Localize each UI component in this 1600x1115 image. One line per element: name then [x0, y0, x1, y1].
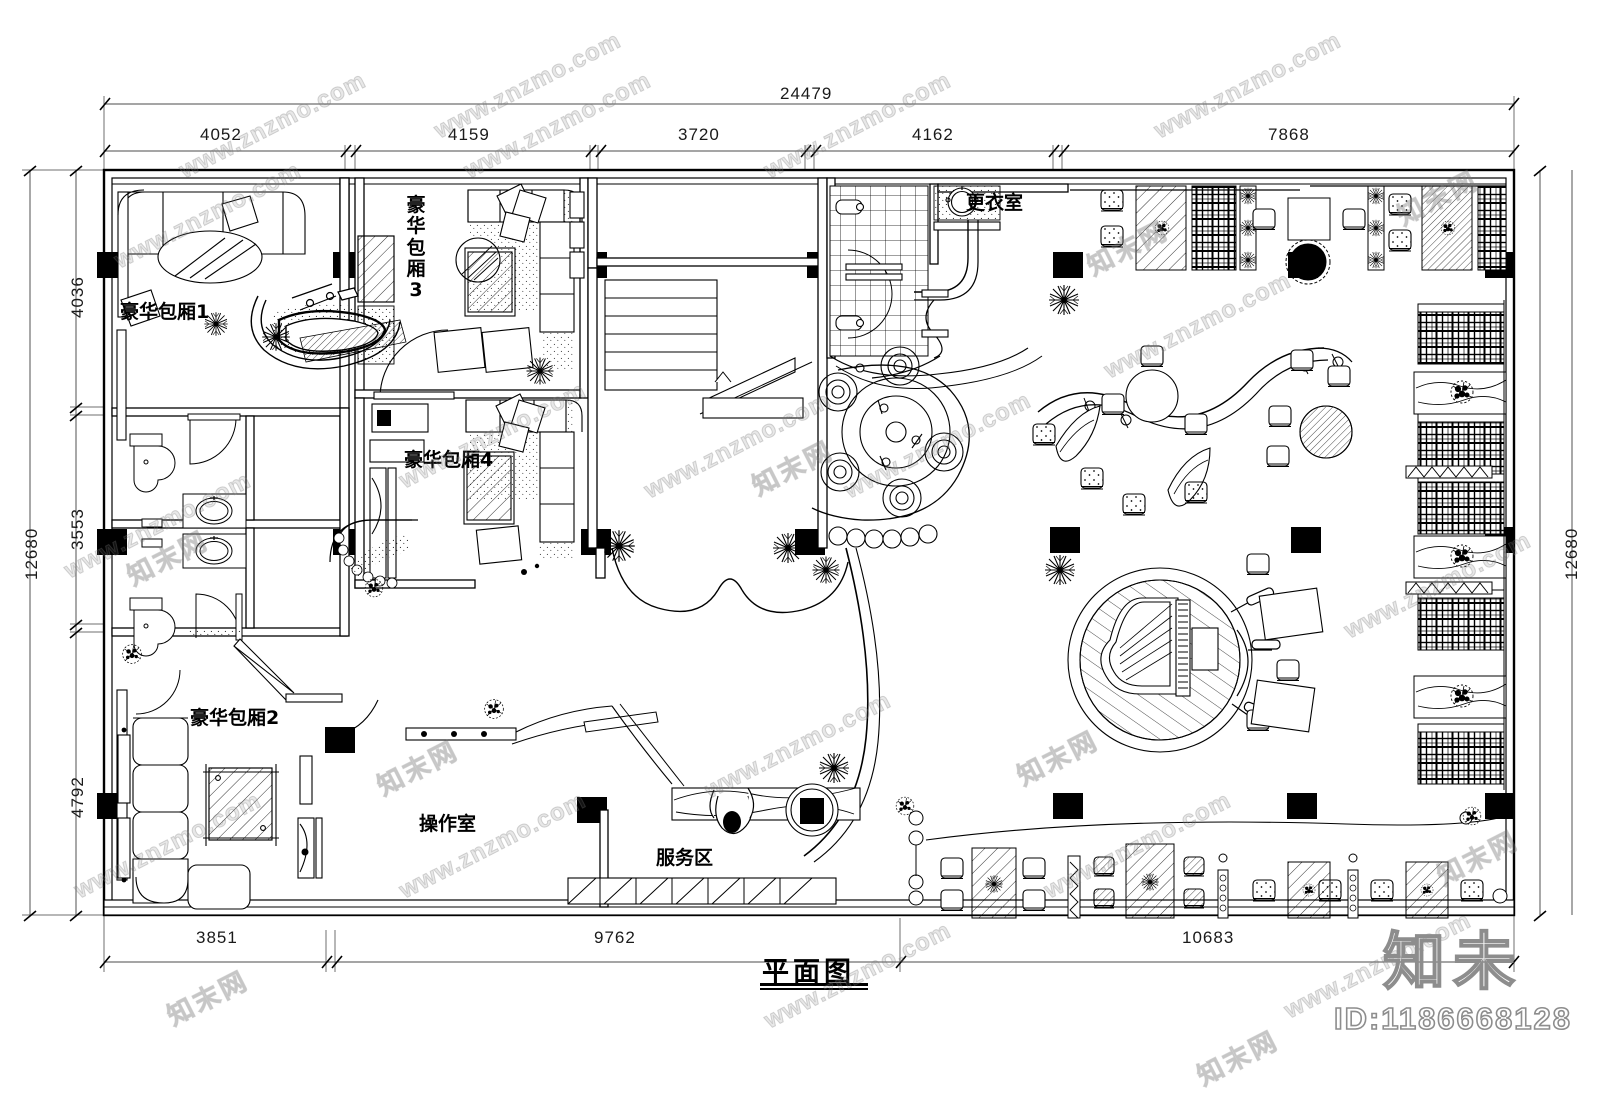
room-label-vip4: 豪华包厢4 [404, 449, 494, 471]
round-feature [811, 346, 970, 549]
brand-id-text: ID:1186668128 [1333, 1000, 1572, 1037]
top-dining-row [1070, 185, 1507, 285]
bottom-dining-row [908, 810, 1508, 919]
room-vip4 [329, 393, 583, 589]
main-hall [1032, 345, 1353, 516]
dim-top-seg-2: 4159 [448, 125, 490, 144]
room-changing [829, 185, 1043, 389]
room-vip2 [117, 638, 343, 910]
piano-stage [1067, 553, 1324, 753]
room-label-vip3: 豪华包厢3 [406, 194, 426, 302]
dim-left-seg-1: 4036 [68, 276, 87, 318]
dim-top-seg-5: 7868 [1268, 125, 1310, 144]
dim-top-seg-1: 4052 [200, 125, 242, 144]
dim-bottom-seg-1: 3851 [196, 928, 238, 947]
dimension-lines [22, 96, 1573, 972]
service-zone [341, 699, 861, 905]
title-underline-2 [760, 988, 868, 990]
dim-right-overall: 12680 [1562, 527, 1581, 580]
room-label-service: 服务区 [656, 847, 714, 869]
dim-left-overall: 12680 [22, 527, 41, 580]
room-vip3 [357, 183, 585, 400]
circulation-core [250, 279, 881, 863]
dim-left-seg-3: 4792 [68, 776, 87, 818]
dim-bottom-seg-2: 9762 [594, 928, 636, 947]
dim-top-overall: 24479 [780, 84, 833, 103]
dim-bottom-seg-3: 10683 [1182, 928, 1235, 947]
brand-watermark: 知未 ID:1186668128 [1333, 925, 1572, 1037]
bathrooms [129, 413, 247, 715]
brand-logo-text: 知未 [1382, 925, 1523, 998]
room-label-vip1: 豪华包厢1 [120, 301, 210, 323]
room-label-changing: 更衣室 [966, 192, 1024, 214]
drawing-title: 平面图 [762, 957, 855, 988]
room-label-operation: 操作室 [419, 813, 477, 835]
title-underline-1 [760, 983, 868, 986]
dim-top-seg-4: 4162 [912, 125, 954, 144]
dim-left-seg-2: 3553 [68, 508, 87, 550]
room-label-vip2: 豪华包厢2 [190, 707, 280, 729]
dim-top-seg-3: 3720 [678, 125, 720, 144]
wall-banquettes [1405, 300, 1507, 790]
